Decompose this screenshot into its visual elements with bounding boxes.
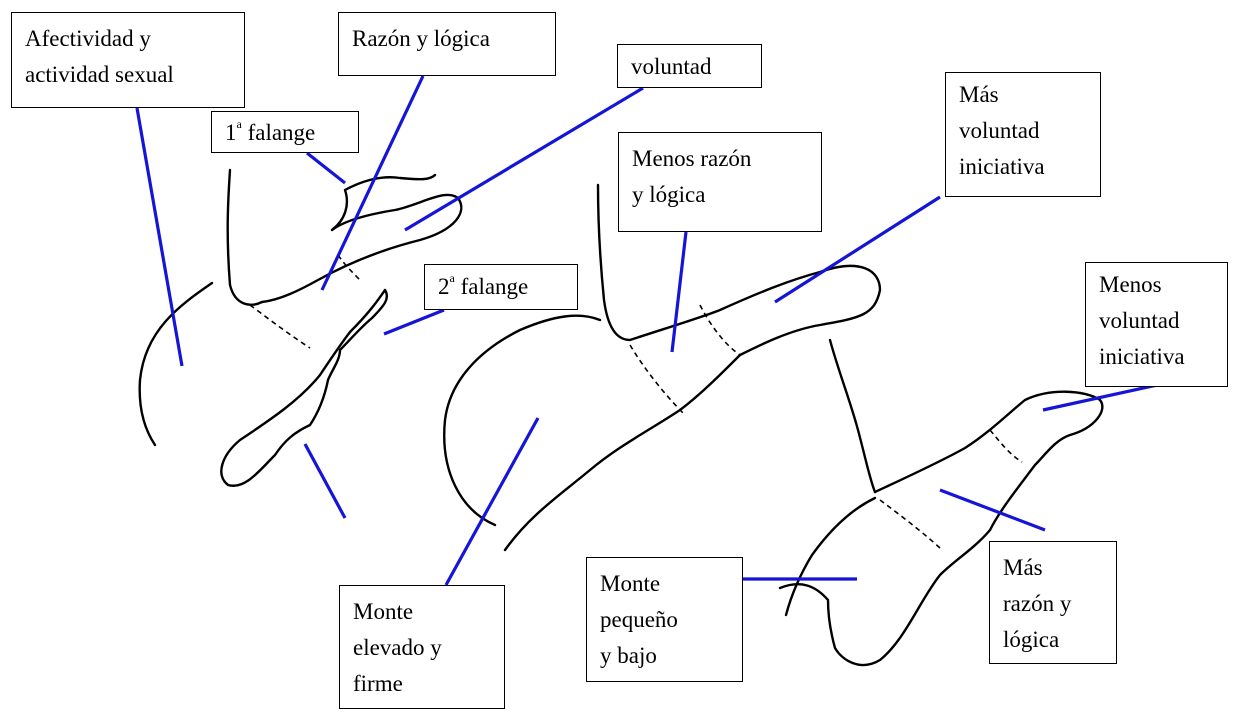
thumb-outline-right-bottom: [778, 528, 992, 667]
label-menos-voluntad: Menos voluntad iniciativa: [1085, 262, 1228, 387]
label-falange2-num: 2: [438, 274, 450, 299]
joint-line-middle-2: [699, 304, 741, 356]
leader-monte-elevado: [444, 417, 540, 586]
label-falange2-text: falange: [454, 274, 529, 299]
label-monte-elevado: Monte elevado y firme: [339, 585, 505, 709]
label-falange1: 1a falange: [211, 111, 359, 153]
leader-izq-abajo: [303, 443, 347, 519]
label-falange1-num: 1: [225, 120, 237, 145]
joint-line-right-2: [989, 429, 1023, 463]
palm-curve-left: [138, 281, 214, 447]
label-falange1-text: falange: [241, 120, 316, 145]
label-razon-logica: Razón y lógica: [338, 12, 556, 76]
label-falange2: 2a falange: [424, 264, 578, 310]
thumb-outline-right-top: [873, 390, 1104, 532]
thumb-outline-middle-top: [596, 183, 882, 357]
label-falange1-sup: a: [236, 117, 242, 131]
label-mas-voluntad: Más voluntad iniciativa: [945, 72, 1101, 197]
label-falange2-sup: a: [449, 271, 455, 285]
leader-razon-logica: [320, 75, 425, 291]
label-monte-pequeno: Monte pequeño y bajo: [586, 557, 743, 682]
leader-falange1: [306, 151, 346, 185]
palm-curve-right: [828, 338, 877, 494]
joint-line-left-1: [337, 254, 361, 281]
leader-falange2: [383, 308, 445, 336]
thumb-sketch-right: [778, 338, 1104, 667]
joint-line-middle-1: [629, 344, 686, 416]
label-afectividad: Afectividad y actividad sexual: [11, 12, 245, 108]
thumb-sketch-left: [138, 168, 463, 487]
thumb-outline-middle-bottom: [503, 353, 742, 552]
label-voluntad: voluntad: [617, 44, 762, 88]
leader-mas-voluntad: [774, 195, 941, 304]
thumb-outline-left-back: [226, 168, 463, 306]
leader-menos-razon: [670, 231, 688, 353]
palm-curve-middle: [443, 314, 602, 527]
leader-voluntad: [404, 86, 644, 232]
thumb-sketch-middle: [443, 183, 882, 552]
joint-line-left-2: [249, 304, 311, 349]
thumb-outline-left-front: [220, 288, 389, 487]
leader-lines: [135, 75, 1181, 586]
joint-line-right-1: [879, 499, 941, 549]
label-menos-razon: Menos razón y lógica: [618, 132, 822, 232]
label-mas-razon: Más razón y lógica: [989, 541, 1117, 664]
palm-curve-right-lower: [784, 496, 877, 617]
leader-mas-razon: [939, 488, 1046, 532]
leader-afectividad: [135, 107, 184, 367]
